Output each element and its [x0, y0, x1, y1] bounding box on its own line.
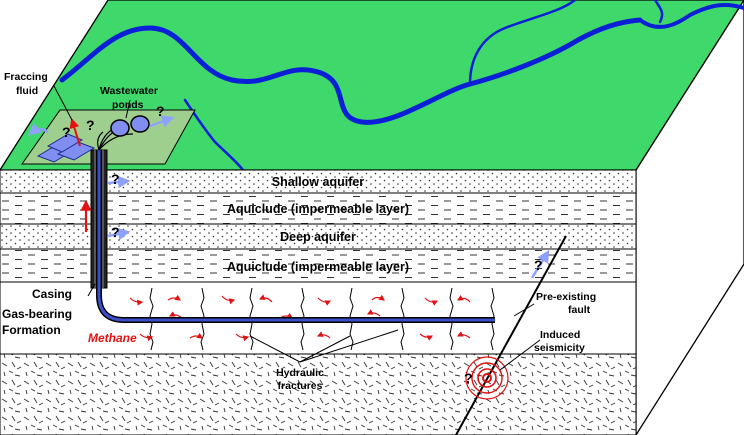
leader-lines — [53, 85, 541, 371]
label-aquiclude-lower: Aquiclude (impermeable layer) — [227, 260, 409, 274]
pre-existing-fault — [455, 235, 567, 435]
label-fraccing-fluid-2: fluid — [16, 85, 38, 97]
river — [59, 0, 744, 172]
spill-arrow-right — [149, 115, 175, 128]
leak-arrow-deep — [107, 227, 131, 241]
question-mark-pad: ? — [62, 124, 71, 140]
wastewater-ponds — [110, 115, 150, 137]
label-wastewater-2: ponds — [112, 99, 144, 111]
leak-arrow-shallow — [107, 175, 131, 189]
label-deep-aquifer: Deep aquifer — [280, 230, 356, 244]
fault-leak-arrow — [530, 249, 550, 279]
question-mark-ponds: ? — [156, 103, 165, 119]
question-mark-shallow: ? — [111, 171, 120, 187]
question-mark-fault: ? — [534, 257, 543, 273]
label-fraccing-fluid-1: Fraccing — [4, 71, 48, 83]
label-fractures: fractures — [278, 380, 323, 392]
label-aquiclude-upper: Aquiclude (impermeable layer) — [227, 202, 409, 216]
label-shallow-aquifer: Shallow aquifer — [272, 175, 365, 189]
question-mark-deep: ? — [111, 224, 120, 240]
question-mark-seismic: ? — [464, 370, 473, 386]
label-methane: Methane — [88, 331, 137, 345]
label-seismicity: seismicity — [534, 342, 585, 354]
methane-arrows — [129, 294, 471, 342]
layer-basement — [0, 353, 637, 435]
spill-arrow-red — [69, 118, 81, 147]
label-wastewater-1: Wastewater — [100, 85, 158, 97]
label-gas-bearing: Gas-bearing — [2, 307, 72, 321]
question-mark-tank: ? — [86, 117, 95, 133]
label-fault: fault — [568, 304, 591, 316]
label-pre-existing: Pre-existing — [536, 291, 596, 303]
label-induced: Induced — [540, 329, 580, 341]
label-formation: Formation — [2, 323, 61, 337]
seismicity-rings — [465, 356, 509, 400]
spill-arrow-left — [28, 122, 49, 136]
horizontal-well-pipe-inner — [97, 150, 495, 322]
fraccing-fluid-tanks — [36, 133, 96, 163]
label-casing: Casing — [32, 287, 72, 301]
label-hydraulic: Hydraulic — [276, 367, 324, 379]
